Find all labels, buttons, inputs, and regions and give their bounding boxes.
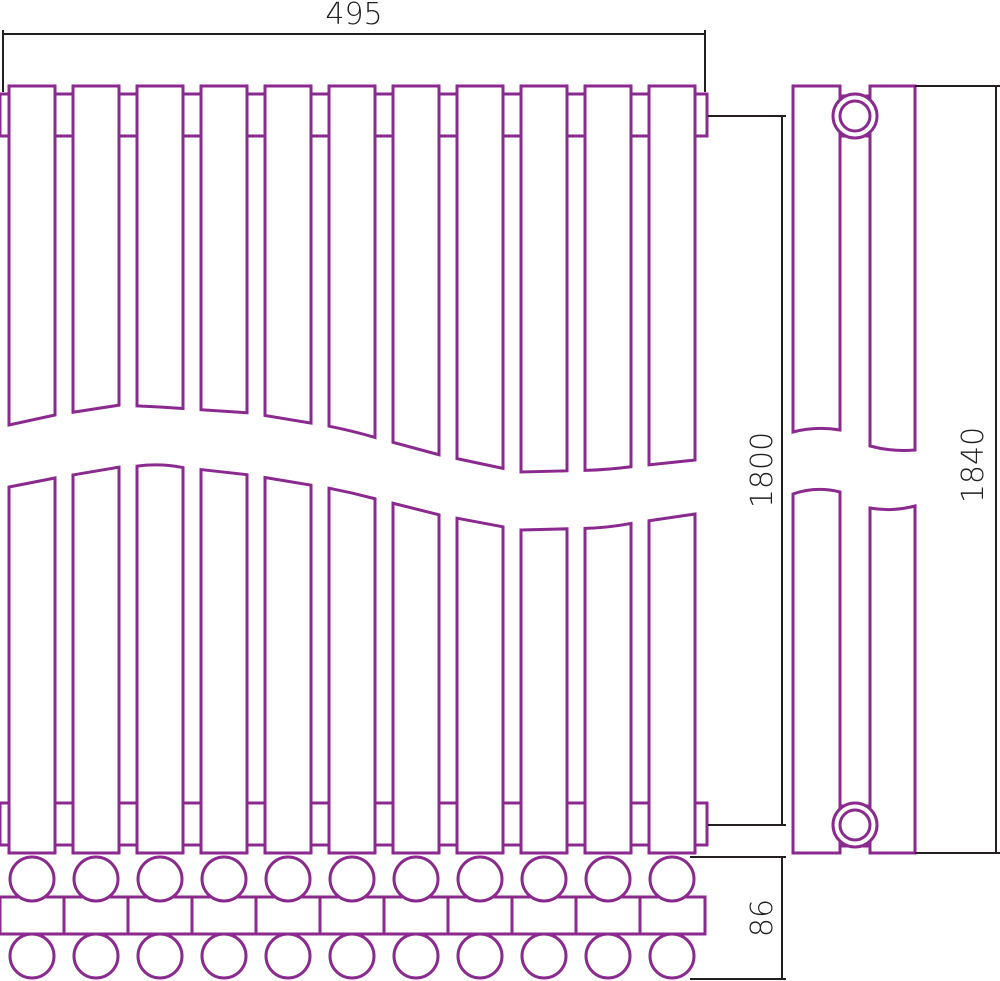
section-lower-tube — [7, 476, 57, 855]
bottom-collector-link — [53, 801, 75, 847]
top-view-collector — [0, 895, 707, 936]
top-collector-link — [117, 92, 139, 138]
section-upper-tube — [7, 84, 57, 427]
section-upper-tube — [455, 84, 505, 471]
section-upper-tube — [199, 84, 249, 415]
top-view — [0, 855, 707, 980]
bottom-collector-link — [501, 801, 523, 847]
top-view-front-tube — [520, 855, 568, 903]
inner-height-dimension-label: 1800 — [745, 432, 780, 508]
section-lower-tube — [455, 516, 505, 855]
bottom-collector-link — [565, 801, 587, 847]
side-back-tube-lower — [868, 504, 917, 855]
top-view-front-tube — [648, 855, 696, 903]
width-dimension-label: 495 — [325, 0, 382, 32]
section-upper-tube — [391, 84, 441, 457]
top-view-back-tube — [200, 932, 248, 980]
top-collector-link — [245, 92, 267, 138]
top-view-back-tube — [264, 932, 312, 980]
front-view — [0, 84, 709, 855]
dimension-lines — [2, 30, 1000, 980]
bottom-connection-inner — [838, 808, 872, 842]
section-lower-tube — [327, 486, 377, 855]
section-lower-tube — [647, 512, 697, 855]
section-lower-tube — [583, 521, 633, 855]
top-collector-link — [309, 92, 331, 138]
bottom-collector-link — [373, 801, 395, 847]
section-upper-tube — [135, 84, 185, 411]
top-collector-link — [181, 92, 203, 138]
bottom-collector-link — [309, 801, 331, 847]
top-view-back-tube — [584, 932, 632, 980]
total-height-dimension-label: 1840 — [956, 427, 991, 503]
top-view-back-tube — [8, 932, 56, 980]
top-view-front-tube — [328, 855, 376, 903]
top-collector-link — [629, 92, 651, 138]
side-front-tube-lower — [791, 487, 842, 855]
side-front-tube-upper — [791, 84, 842, 434]
top-view-back-tube — [520, 932, 568, 980]
section-upper-tube — [519, 84, 569, 474]
depth-dimension-label: 86 — [745, 899, 780, 937]
side-back-tube-upper — [868, 84, 917, 452]
section-lower-tube — [199, 467, 249, 855]
top-view-front-tube — [200, 855, 248, 903]
top-collector-link — [565, 92, 587, 138]
section-upper-tube — [647, 84, 697, 467]
top-view-back-tube — [456, 932, 504, 980]
top-view-back-tube — [328, 932, 376, 980]
section-lower-tube — [263, 475, 313, 855]
top-view-back-tube — [392, 932, 440, 980]
bottom-collector-link — [181, 801, 203, 847]
right-top-connector — [693, 92, 709, 138]
top-view-back-tube — [136, 932, 184, 980]
section-lower-tube — [71, 465, 121, 855]
bottom-collector-link — [117, 801, 139, 847]
bottom-collector-link — [437, 801, 459, 847]
top-view-front-tube — [264, 855, 312, 903]
top-collector-link — [437, 92, 459, 138]
right-bottom-connector — [693, 801, 709, 847]
top-collector-link — [53, 92, 75, 138]
top-view-front-tube — [584, 855, 632, 903]
top-connection-inner — [838, 99, 872, 133]
top-view-back-tube — [72, 932, 120, 980]
section-lower-tube — [135, 463, 185, 855]
section-upper-tube — [71, 84, 121, 414]
bottom-collector-link — [245, 801, 267, 847]
bottom-collector-link — [629, 801, 651, 847]
top-view-front-tube — [392, 855, 440, 903]
section-lower-tube — [391, 501, 441, 855]
top-view-back-tube — [648, 932, 696, 980]
top-view-front-tube — [72, 855, 120, 903]
top-view-front-tube — [8, 855, 56, 903]
top-view-front-tube — [136, 855, 184, 903]
side-view — [791, 84, 917, 855]
top-collector-link — [373, 92, 395, 138]
top-view-front-tube — [456, 855, 504, 903]
section-upper-tube — [263, 84, 313, 425]
section-lower-tube — [519, 527, 569, 855]
top-collector-link — [501, 92, 523, 138]
section-upper-tube — [327, 84, 377, 440]
section-upper-tube — [583, 84, 633, 472]
